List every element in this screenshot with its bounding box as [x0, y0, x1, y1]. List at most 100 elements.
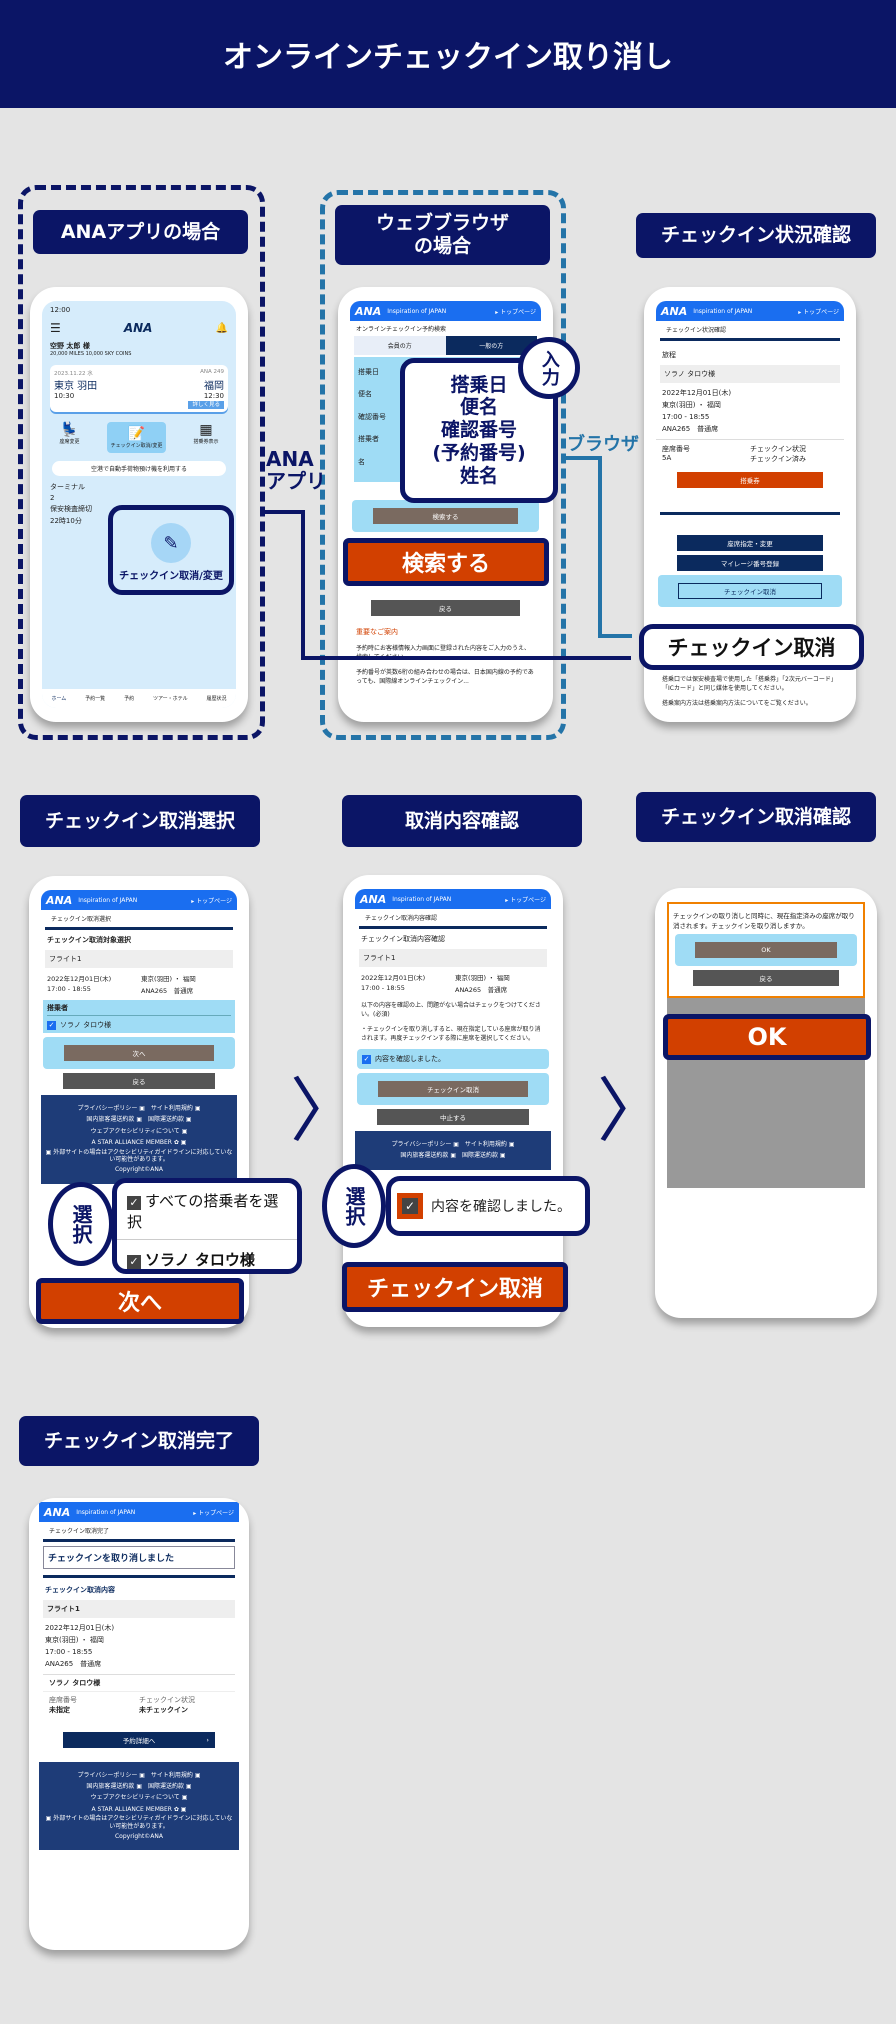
- nav-book[interactable]: 予約: [124, 696, 135, 702]
- label-confirm-content: 取消内容確認: [342, 795, 582, 847]
- tab-member[interactable]: 会員の方: [354, 336, 446, 355]
- nav-tour[interactable]: ツアー・ホテル: [152, 696, 188, 702]
- label-select: チェックイン取消選択: [20, 795, 260, 847]
- confirm-phone: チェックインの取り消しと同時に、現在指定済みの座席が取り消されます。チェックイン…: [655, 888, 877, 1318]
- baggage-button[interactable]: 空港で自動手荷物預け機を利用する: [52, 461, 226, 476]
- callout-agree: ✓内容を確認しました。: [386, 1176, 590, 1236]
- field-date[interactable]: 搭乗日: [358, 368, 379, 376]
- callout-search: 検索する: [343, 538, 549, 586]
- ana-logo: ANA: [46, 893, 73, 907]
- footer-note: ▣ 外部サイトの場合はアクセシビリティガイドラインに対応していない可能性がありま…: [45, 1148, 233, 1164]
- security-label: 保安検査締切: [50, 505, 92, 514]
- back-button[interactable]: 戻る: [371, 600, 520, 616]
- app-group-frame: [18, 185, 265, 740]
- tagline: Inspiration of JAPAN: [387, 307, 447, 315]
- ana-logo: ANA: [360, 892, 387, 906]
- seat: 未指定: [49, 1705, 70, 1714]
- footer-link[interactable]: ウェブアクセシビリティについて ▣: [90, 1794, 188, 1802]
- badge-select: 選択: [48, 1182, 114, 1266]
- dep: 10:30: [54, 392, 75, 400]
- checkin-cancel-button[interactable]: チェックイン取消: [678, 582, 822, 599]
- status-label: チェックイン状況: [139, 1695, 195, 1704]
- top-page-link[interactable]: ▸ トップページ: [495, 308, 536, 316]
- arrow-line: [262, 510, 303, 514]
- ok-button[interactable]: OK: [695, 942, 837, 958]
- star-alliance: A STAR ALLIANCE MEMBER ✿ ▣: [91, 1805, 187, 1813]
- top-page-link[interactable]: ▸ トップページ: [505, 896, 546, 904]
- menu-icon[interactable]: ☰: [50, 321, 61, 335]
- callout-checkin-cancel: チェックイン取消: [639, 624, 864, 670]
- crumb: チェックイン取消選択: [45, 910, 233, 930]
- checkin-cancel-button[interactable]: 📝チェックイン取消/変更: [106, 422, 167, 453]
- confirm-heading: チェックイン取消内容確認: [361, 935, 445, 943]
- ana-logo: ANA: [44, 1505, 71, 1519]
- abort-button[interactable]: 中止する: [376, 1109, 530, 1125]
- miles: 20,000 MILES 10,000 SKY COINS: [50, 351, 132, 357]
- route: 東京(羽田) ・ 福岡: [662, 400, 721, 409]
- copyright: Copyright©ANA: [114, 1832, 163, 1840]
- back-button[interactable]: 戻る: [693, 970, 839, 986]
- tab-general[interactable]: 一般の方: [445, 336, 537, 355]
- nav-history[interactable]: 履歴状況: [206, 696, 227, 702]
- callout-ok: OK: [663, 1014, 871, 1060]
- seat-label: 座席番号: [662, 444, 690, 453]
- reservation-detail-button[interactable]: 予約詳細へ›: [63, 1731, 215, 1748]
- passenger-checkbox[interactable]: ✓ソラノ タロウ様: [47, 1015, 231, 1030]
- footer-link[interactable]: ウェブアクセシビリティについて ▣: [90, 1127, 188, 1135]
- mileage-button[interactable]: マイレージ番号登録: [676, 554, 824, 571]
- field-confirmation[interactable]: 確認番号: [358, 412, 386, 421]
- tagline: Inspiration of JAPAN: [76, 1508, 136, 1516]
- field-name[interactable]: 名: [358, 457, 365, 466]
- arrow-label-app: ANAアプリ: [266, 447, 326, 493]
- search-button[interactable]: 検索する: [372, 508, 519, 524]
- ana-logo: ANA: [355, 304, 382, 318]
- section-heading: チェックイン取消内容: [45, 1586, 115, 1594]
- next-button[interactable]: 次へ: [64, 1045, 214, 1061]
- checkin-status: 未チェックイン: [139, 1705, 188, 1714]
- time: 17:00 - 18:55: [662, 412, 710, 421]
- footer-link[interactable]: プライバシーポリシー ▣ サイト利用規約 ▣: [77, 1105, 201, 1112]
- detail-button[interactable]: 詳しく見る: [188, 401, 224, 409]
- footer-link[interactable]: 国内旅客運送約款 ▣ 国際運送約款 ▣: [400, 1152, 506, 1160]
- top-page-link[interactable]: ▸ トップページ: [193, 1509, 234, 1517]
- field-flight[interactable]: 便名: [358, 390, 372, 399]
- flight: ANA265 普通席: [45, 1659, 102, 1668]
- tagline: Inspiration of JAPAN: [693, 307, 753, 315]
- flight-label: フライト1: [43, 1600, 235, 1618]
- top-page-link[interactable]: ▸ トップページ: [798, 308, 839, 316]
- boarding-pass-button[interactable]: 搭乗券: [676, 471, 824, 488]
- footer-link[interactable]: 国内旅客運送約款 ▣ 国際運送約款 ▣: [86, 1782, 192, 1790]
- checkin-cancel-button[interactable]: チェックイン取消: [378, 1081, 528, 1097]
- boarding-pass-button[interactable]: ▦搭乗券表示: [193, 422, 219, 445]
- nav-reservations[interactable]: 予約一覧: [85, 696, 106, 702]
- footer-note: ▣ 外部サイトの場合はアクセシビリティガイドラインに対応していない可能性がありま…: [45, 1815, 233, 1830]
- time: 17:00 - 18:55: [361, 984, 405, 992]
- tagline: Inspiration of JAPAN: [78, 896, 138, 904]
- star-alliance: A STAR ALLIANCE MEMBER ✿ ▣: [91, 1139, 187, 1147]
- ana-logo: ANA: [661, 304, 688, 318]
- label-confirm: チェックイン取消確認: [636, 792, 876, 842]
- chevron-right-icon: ›: [206, 1735, 209, 1744]
- nav-home[interactable]: ホーム: [51, 696, 67, 702]
- arrow-label-browser: ブラウザ: [567, 434, 639, 455]
- footer-link[interactable]: 国内旅客運送約款 ▣ 国際運送約款 ▣: [86, 1116, 192, 1124]
- agree-checkbox[interactable]: ✓内容を確認しました。: [357, 1049, 549, 1069]
- done-heading: チェックインを取り消しました: [43, 1546, 235, 1569]
- seat: 5A: [662, 453, 672, 462]
- confirm-message: チェックインの取り消しと同時に、現在指定済みの座席が取り消されます。チェックイン…: [673, 912, 855, 930]
- field-passenger[interactable]: 搭乗者: [358, 435, 379, 444]
- seat-change-button[interactable]: 💺座席変更: [59, 422, 80, 445]
- top-page-link[interactable]: ▸ トップページ: [191, 897, 232, 905]
- footer-link[interactable]: プライバシーポリシー ▣ サイト利用規約 ▣: [391, 1141, 515, 1148]
- back-button[interactable]: 戻る: [62, 1073, 216, 1089]
- footer: プライバシーポリシー ▣ サイト利用規約 ▣ 国内旅客運送約款 ▣ 国際運送約款 …: [39, 1761, 239, 1851]
- badge-input: 入力: [518, 337, 580, 399]
- footer-link[interactable]: プライバシーポリシー ▣ サイト利用規約 ▣: [77, 1771, 201, 1779]
- confirm-dialog: チェックインの取り消しと同時に、現在指定済みの座席が取り消されます。チェックイン…: [667, 902, 865, 998]
- terminal-label: ターミナル: [50, 483, 85, 491]
- seat-change-button[interactable]: 座席指定・変更: [676, 534, 824, 551]
- label-done: チェックイン取消完了: [19, 1416, 259, 1466]
- bell-icon[interactable]: 🔔: [215, 322, 228, 334]
- page-title: オンラインチェックイン取り消し: [0, 0, 896, 108]
